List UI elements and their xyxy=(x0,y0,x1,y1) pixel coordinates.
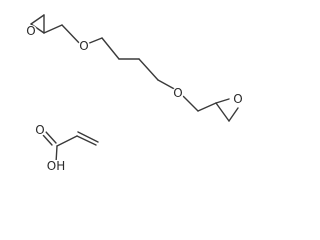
bond xyxy=(197,102,217,112)
bond xyxy=(215,102,230,122)
oxygen-atom: O xyxy=(78,39,90,53)
oxygen-atom: O xyxy=(25,24,37,38)
molecule-acrylic-acid: O OH xyxy=(34,123,99,173)
bond xyxy=(101,37,120,60)
oxygen-atom: O xyxy=(232,92,244,106)
structure-canvas: O O O O O OH xyxy=(25,14,244,173)
oxygen-atom: O xyxy=(34,123,46,137)
bond xyxy=(56,135,78,147)
bond xyxy=(30,14,45,25)
bond xyxy=(228,107,239,122)
atom-label: O xyxy=(173,86,182,100)
bond xyxy=(61,24,83,47)
molecule-diglycidyl-ether: O O O O xyxy=(25,14,244,122)
atom-label: O xyxy=(26,24,35,38)
bond xyxy=(43,24,63,34)
atom-label: OH xyxy=(47,159,65,173)
atom-label: O xyxy=(35,123,44,137)
bond xyxy=(76,135,97,146)
atom-label: O xyxy=(233,92,242,106)
bond xyxy=(215,98,230,104)
oxygen-atom: O xyxy=(172,86,184,100)
bond xyxy=(138,58,159,81)
atom-label: O xyxy=(79,39,88,53)
bond xyxy=(77,131,99,143)
hydroxyl-group: OH xyxy=(47,159,65,173)
bond xyxy=(42,134,53,146)
bond xyxy=(45,131,57,144)
